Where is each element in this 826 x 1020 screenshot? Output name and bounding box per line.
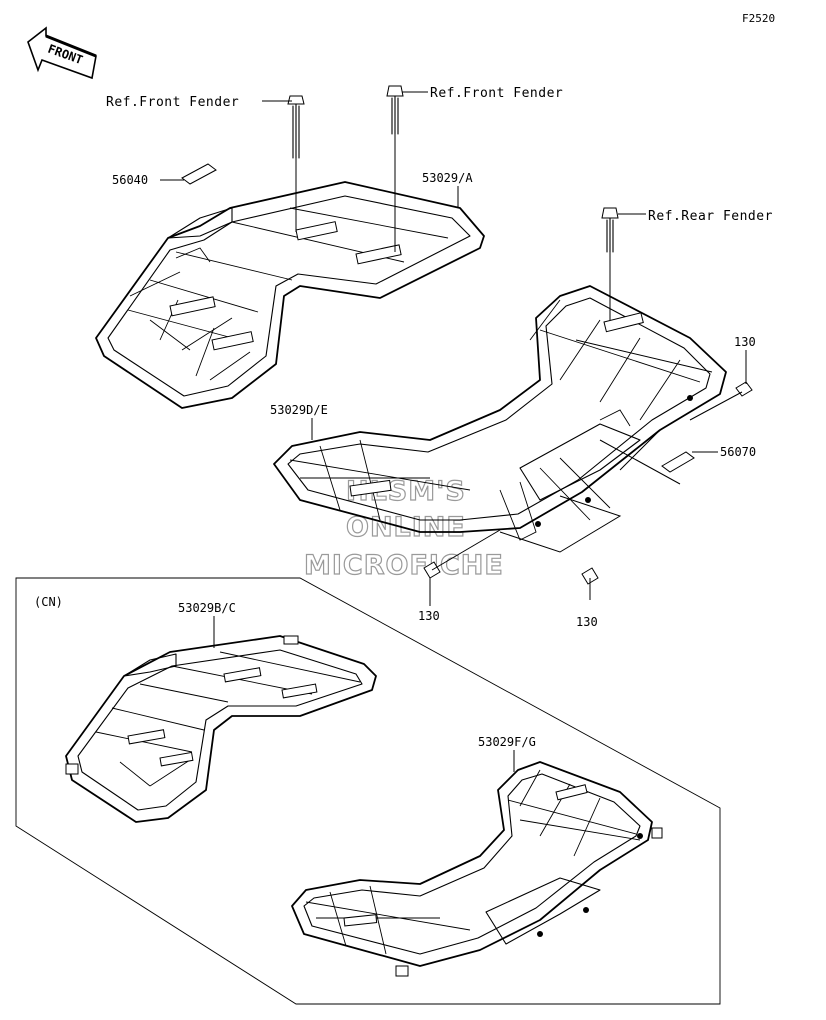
callout-text: 53029D/E: [270, 403, 328, 417]
callout-text: Ref.Front Fender: [106, 95, 239, 110]
callout-130-right: 130: [576, 615, 598, 629]
rear-carrier-53029-de: [273, 285, 727, 541]
callout-text: 53029/A: [422, 171, 473, 185]
callout-cn-region: (CN): [34, 595, 63, 609]
front-arrow-icon: FRONT: [27, 26, 97, 80]
decal-56040: [181, 163, 217, 185]
watermark-line-3: MICROFICHE: [304, 550, 504, 581]
callout-53029-a: 53029/A: [422, 171, 473, 208]
front-carrier-53029-a: [95, 181, 485, 409]
callout-text: 56070: [720, 445, 756, 459]
callout-56040: 56040: [112, 173, 184, 187]
callout-text: 53029B/C: [178, 601, 236, 615]
callout-text: (CN): [34, 595, 63, 609]
callout-text: 130: [418, 609, 440, 623]
callout-130-top: 130: [734, 335, 756, 384]
decal-56070: [661, 451, 695, 473]
front-carrier-53029-bc: [65, 635, 377, 823]
callout-56070: 56070: [692, 445, 756, 459]
callout-130-left: 130: [418, 578, 440, 623]
callout-text: Ref.Front Fender: [430, 86, 563, 101]
callout-text: Ref.Rear Fender: [648, 209, 773, 224]
callout-ref-rear-fender: Ref.Rear Fender: [618, 209, 773, 224]
callout-text: 130: [734, 335, 756, 349]
rear-carrier-53029-fg: [291, 761, 663, 977]
bolt-130-left: [423, 529, 501, 579]
callout-text: 53029F/G: [478, 735, 536, 749]
callout-ref-front-fender-right: Ref.Front Fender: [402, 86, 563, 101]
callout-text: 56040: [112, 173, 148, 187]
front-fender-bolt-right: [386, 85, 404, 252]
front-fender-bolt-left: [287, 95, 305, 232]
figure-code: F2520: [742, 12, 775, 25]
bolt-130-right: [581, 567, 599, 600]
callout-53029-fg: 53029F/G: [478, 735, 536, 772]
rear-fender-bolt: [601, 207, 619, 322]
callout-53029-de: 53029D/E: [270, 403, 328, 440]
cn-region-frame: [15, 577, 721, 1005]
callout-ref-front-fender-left: Ref.Front Fender: [106, 95, 292, 110]
bolt-130-top: [689, 381, 753, 421]
callout-text: 130: [576, 615, 598, 629]
callout-53029-bc: 53029B/C: [178, 601, 236, 648]
